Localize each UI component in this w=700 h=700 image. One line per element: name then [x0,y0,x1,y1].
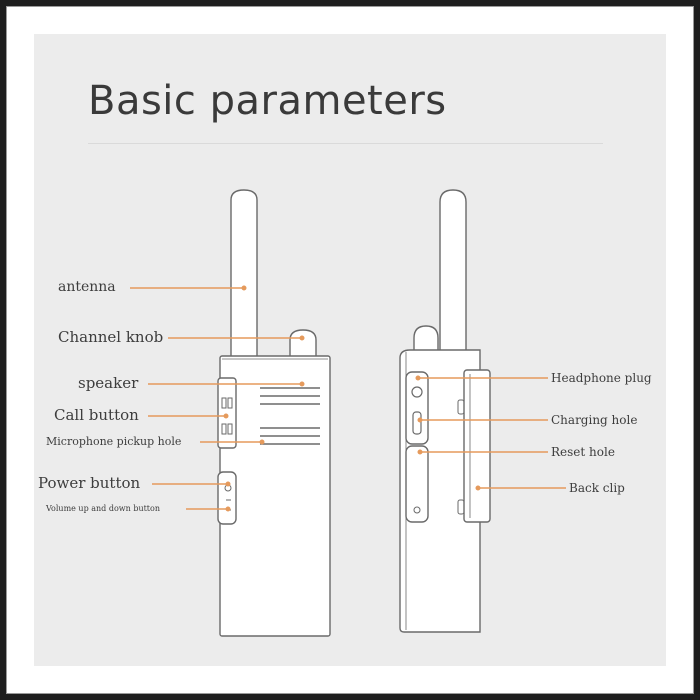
front-antenna [230,189,258,356]
side-radio [399,189,491,633]
label-volume-buttons: Volume up and down button [46,504,160,513]
label-back-clip: Back clip [569,481,625,495]
label-headphone-plug: Headphone plug [551,371,652,385]
label-reset-hole: Reset hole [551,445,615,459]
title-divider [88,143,603,144]
front-channel-knob [289,329,317,356]
side-lower-panel [405,445,429,523]
label-microphone-pickup-hole: Microphone pickup hole [46,435,182,448]
side-back-clip [463,369,491,523]
diagram-panel [34,34,666,666]
label-speaker: speaker [78,374,139,392]
label-antenna: antenna [58,279,116,295]
front-radio [217,189,331,637]
front-call-panel [217,377,237,449]
side-port-panel [405,371,429,445]
front-speaker-grille [260,387,320,445]
side-knob [413,325,439,350]
side-leader-lines [415,375,566,491]
label-call-button: Call button [54,406,139,424]
side-antenna [439,189,467,352]
label-channel-knob: Channel knob [58,328,164,346]
page-title: Basic parameters [88,78,447,124]
front-power-panel [217,471,237,525]
label-power-button: Power button [38,474,141,492]
label-charging-hole: Charging hole [551,413,638,427]
front-leader-lines [130,285,305,512]
